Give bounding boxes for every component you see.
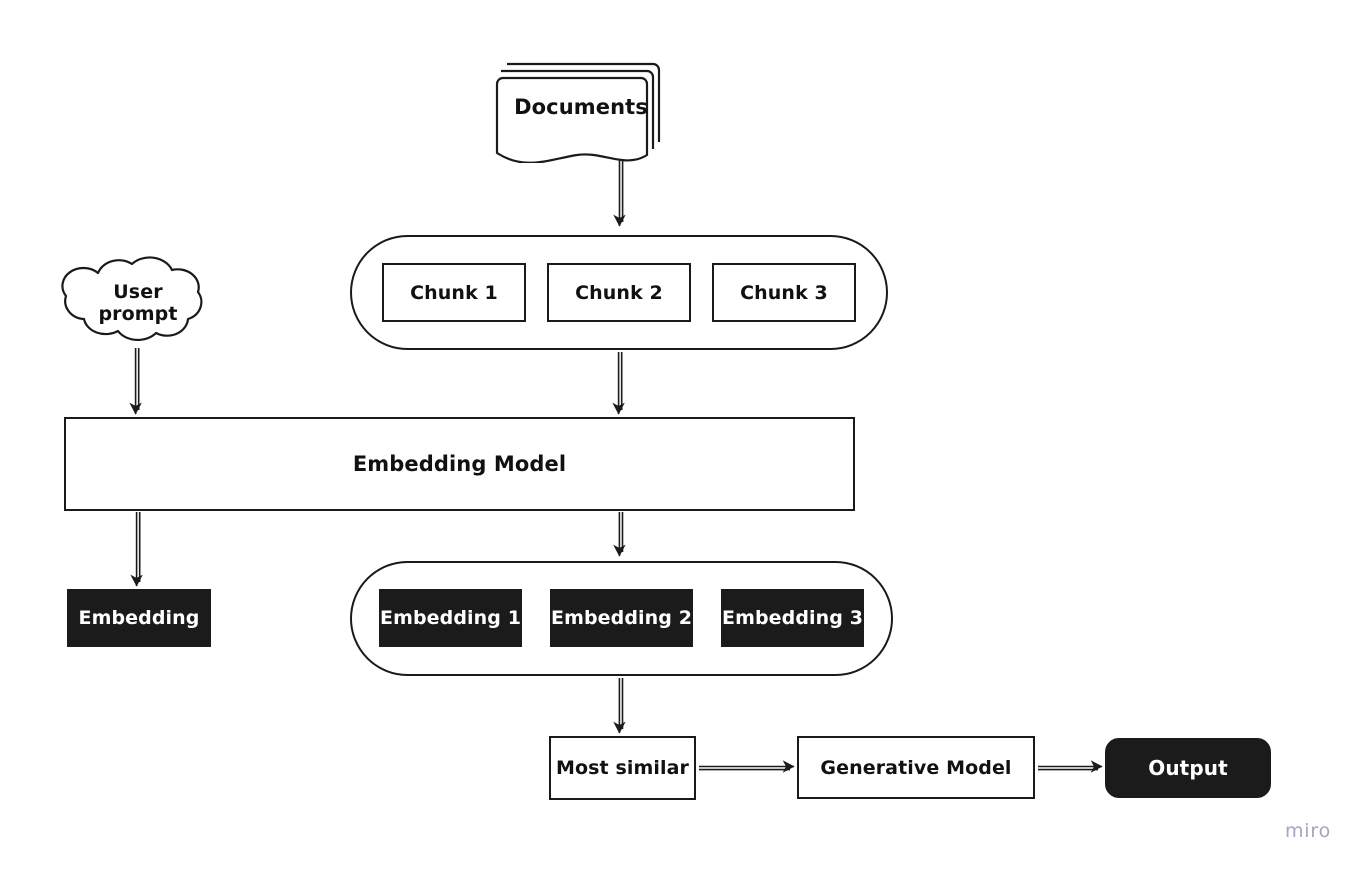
embedding-model-node[interactable]: Embedding Model [64,417,855,511]
chunk-box[interactable]: Chunk 3 [712,263,856,322]
documents-node[interactable]: Documents [495,58,667,163]
user-prompt-node[interactable]: User prompt [52,249,224,357]
embedding-item-box[interactable]: Embedding 1 [379,589,522,647]
chunk-box[interactable]: Chunk 2 [547,263,691,322]
edge-mostsimilar-to-generativemodel [699,760,795,773]
output-node[interactable]: Output [1105,738,1271,798]
output-label: Output [1148,756,1228,780]
embedding-item-label: Embedding 1 [379,607,522,629]
most-similar-label: Most similar [555,757,689,779]
chunk-label: Chunk 1 [410,281,498,304]
miro-watermark: miro [1285,820,1332,842]
chunks-row: Chunk 1 Chunk 2 Chunk 3 [350,263,888,323]
edge-chunks-to-embeddingmodel [612,352,625,415]
document-stack-icon [495,62,661,163]
chunk-label: Chunk 3 [740,281,828,304]
generative-model-node[interactable]: Generative Model [797,736,1035,799]
chunk-label: Chunk 2 [575,281,663,304]
embeddings-row: Embedding 1 Embedding 2 Embedding 3 [350,589,893,648]
embedding-node[interactable]: Embedding [67,589,211,647]
edge-embeddings-to-mostsimilar [613,678,626,734]
embedding-item-box[interactable]: Embedding 3 [721,589,864,647]
chunk-box[interactable]: Chunk 1 [382,263,526,322]
embedding-label: Embedding [78,607,200,629]
edge-generativemodel-to-output [1038,760,1103,773]
user-prompt-label: User prompt [98,280,178,325]
embedding-item-box[interactable]: Embedding 2 [550,589,693,647]
embedding-model-label: Embedding Model [352,452,567,476]
generative-model-label: Generative Model [820,756,1012,779]
most-similar-node[interactable]: Most similar [549,736,696,800]
edge-userprompt-to-embeddingmodel [129,348,142,415]
cloud-icon [61,256,203,341]
edge-embeddingmodel-to-embedding [130,512,143,587]
edge-embeddingmodel-to-embeddings [613,512,626,557]
embedding-item-label: Embedding 3 [721,607,864,629]
documents-label: Documents [514,94,648,119]
embedding-item-label: Embedding 2 [550,607,693,629]
